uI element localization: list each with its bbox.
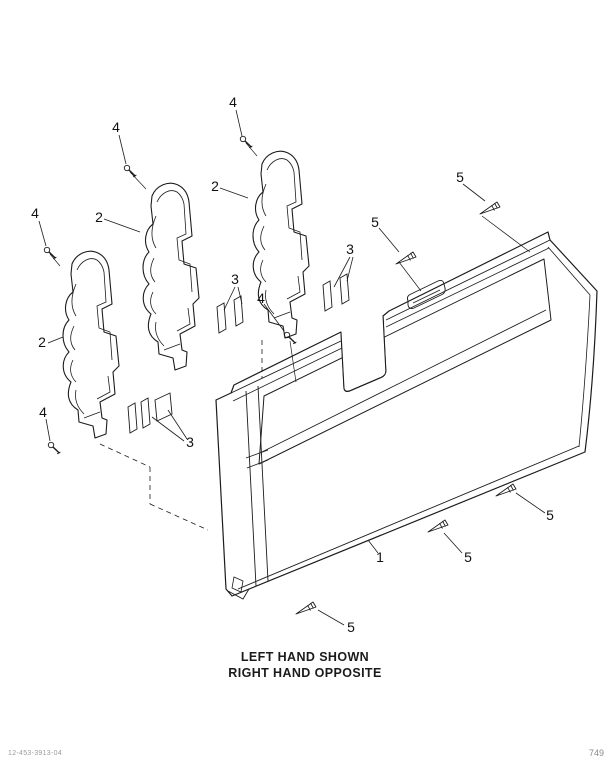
callout-2: 2 [38, 334, 46, 350]
screw-large [495, 483, 517, 497]
panel-top-edge [385, 239, 551, 321]
callout-4: 4 [229, 94, 237, 110]
alignment-dashed-line [149, 503, 209, 531]
main-panel [215, 231, 598, 600]
screw-small [47, 441, 62, 455]
callout-3: 3 [186, 434, 194, 450]
callout-4: 4 [257, 290, 265, 306]
screw-small [239, 135, 254, 149]
callout-2: 2 [211, 178, 219, 194]
assembly-lines [49, 142, 531, 531]
callout-4: 4 [112, 119, 120, 135]
panel-outline [215, 231, 598, 597]
callout-4: 4 [39, 404, 47, 420]
panel-notch [341, 316, 386, 390]
screw-large [479, 201, 501, 215]
screw-small [123, 164, 138, 178]
caption-line-1: LEFT HAND SHOWN [240, 650, 370, 664]
panel-inner-recess [258, 258, 552, 465]
clip-strip [140, 397, 151, 429]
screw-large [295, 601, 317, 615]
clip-strip-wide [154, 392, 173, 422]
panel-latch-slot [406, 279, 446, 310]
callout-5: 5 [456, 169, 464, 185]
callout-3: 3 [346, 241, 354, 257]
callout-4: 4 [31, 205, 39, 221]
clip-strip [127, 402, 138, 434]
callout-5: 5 [347, 619, 355, 635]
callout-3: 3 [231, 271, 239, 287]
callout-5: 5 [546, 507, 554, 523]
screw-small [43, 246, 58, 260]
callout-5: 5 [371, 214, 379, 230]
callouts: 4 4 2 2 4 2 4 3 3 4 5 5 3 1 5 5 5 [31, 94, 554, 635]
callout-1: 1 [376, 549, 384, 565]
leader-lines [38, 109, 546, 626]
page-number: 749 [588, 748, 604, 758]
callout-5: 5 [464, 549, 472, 565]
clip-strip [216, 302, 227, 334]
figure-caption: LEFT HAND SHOWN RIGHT HAND OPPOSITE [0, 650, 610, 681]
rib-bracket-middle [142, 182, 200, 371]
figure-number: 12-453-3913-04 [8, 750, 63, 757]
screw-large [395, 251, 417, 265]
alignment-dashed-line [99, 443, 151, 468]
rib-bracket-rear [252, 150, 310, 339]
callout-2: 2 [95, 209, 103, 225]
rib-bracket-front [62, 250, 120, 439]
caption-line-2: RIGHT HAND OPPOSITE [228, 665, 382, 680]
clip-strip [233, 295, 244, 327]
screw-large [427, 519, 449, 533]
clip-strip [322, 280, 333, 312]
panel-top-edge [230, 340, 342, 394]
